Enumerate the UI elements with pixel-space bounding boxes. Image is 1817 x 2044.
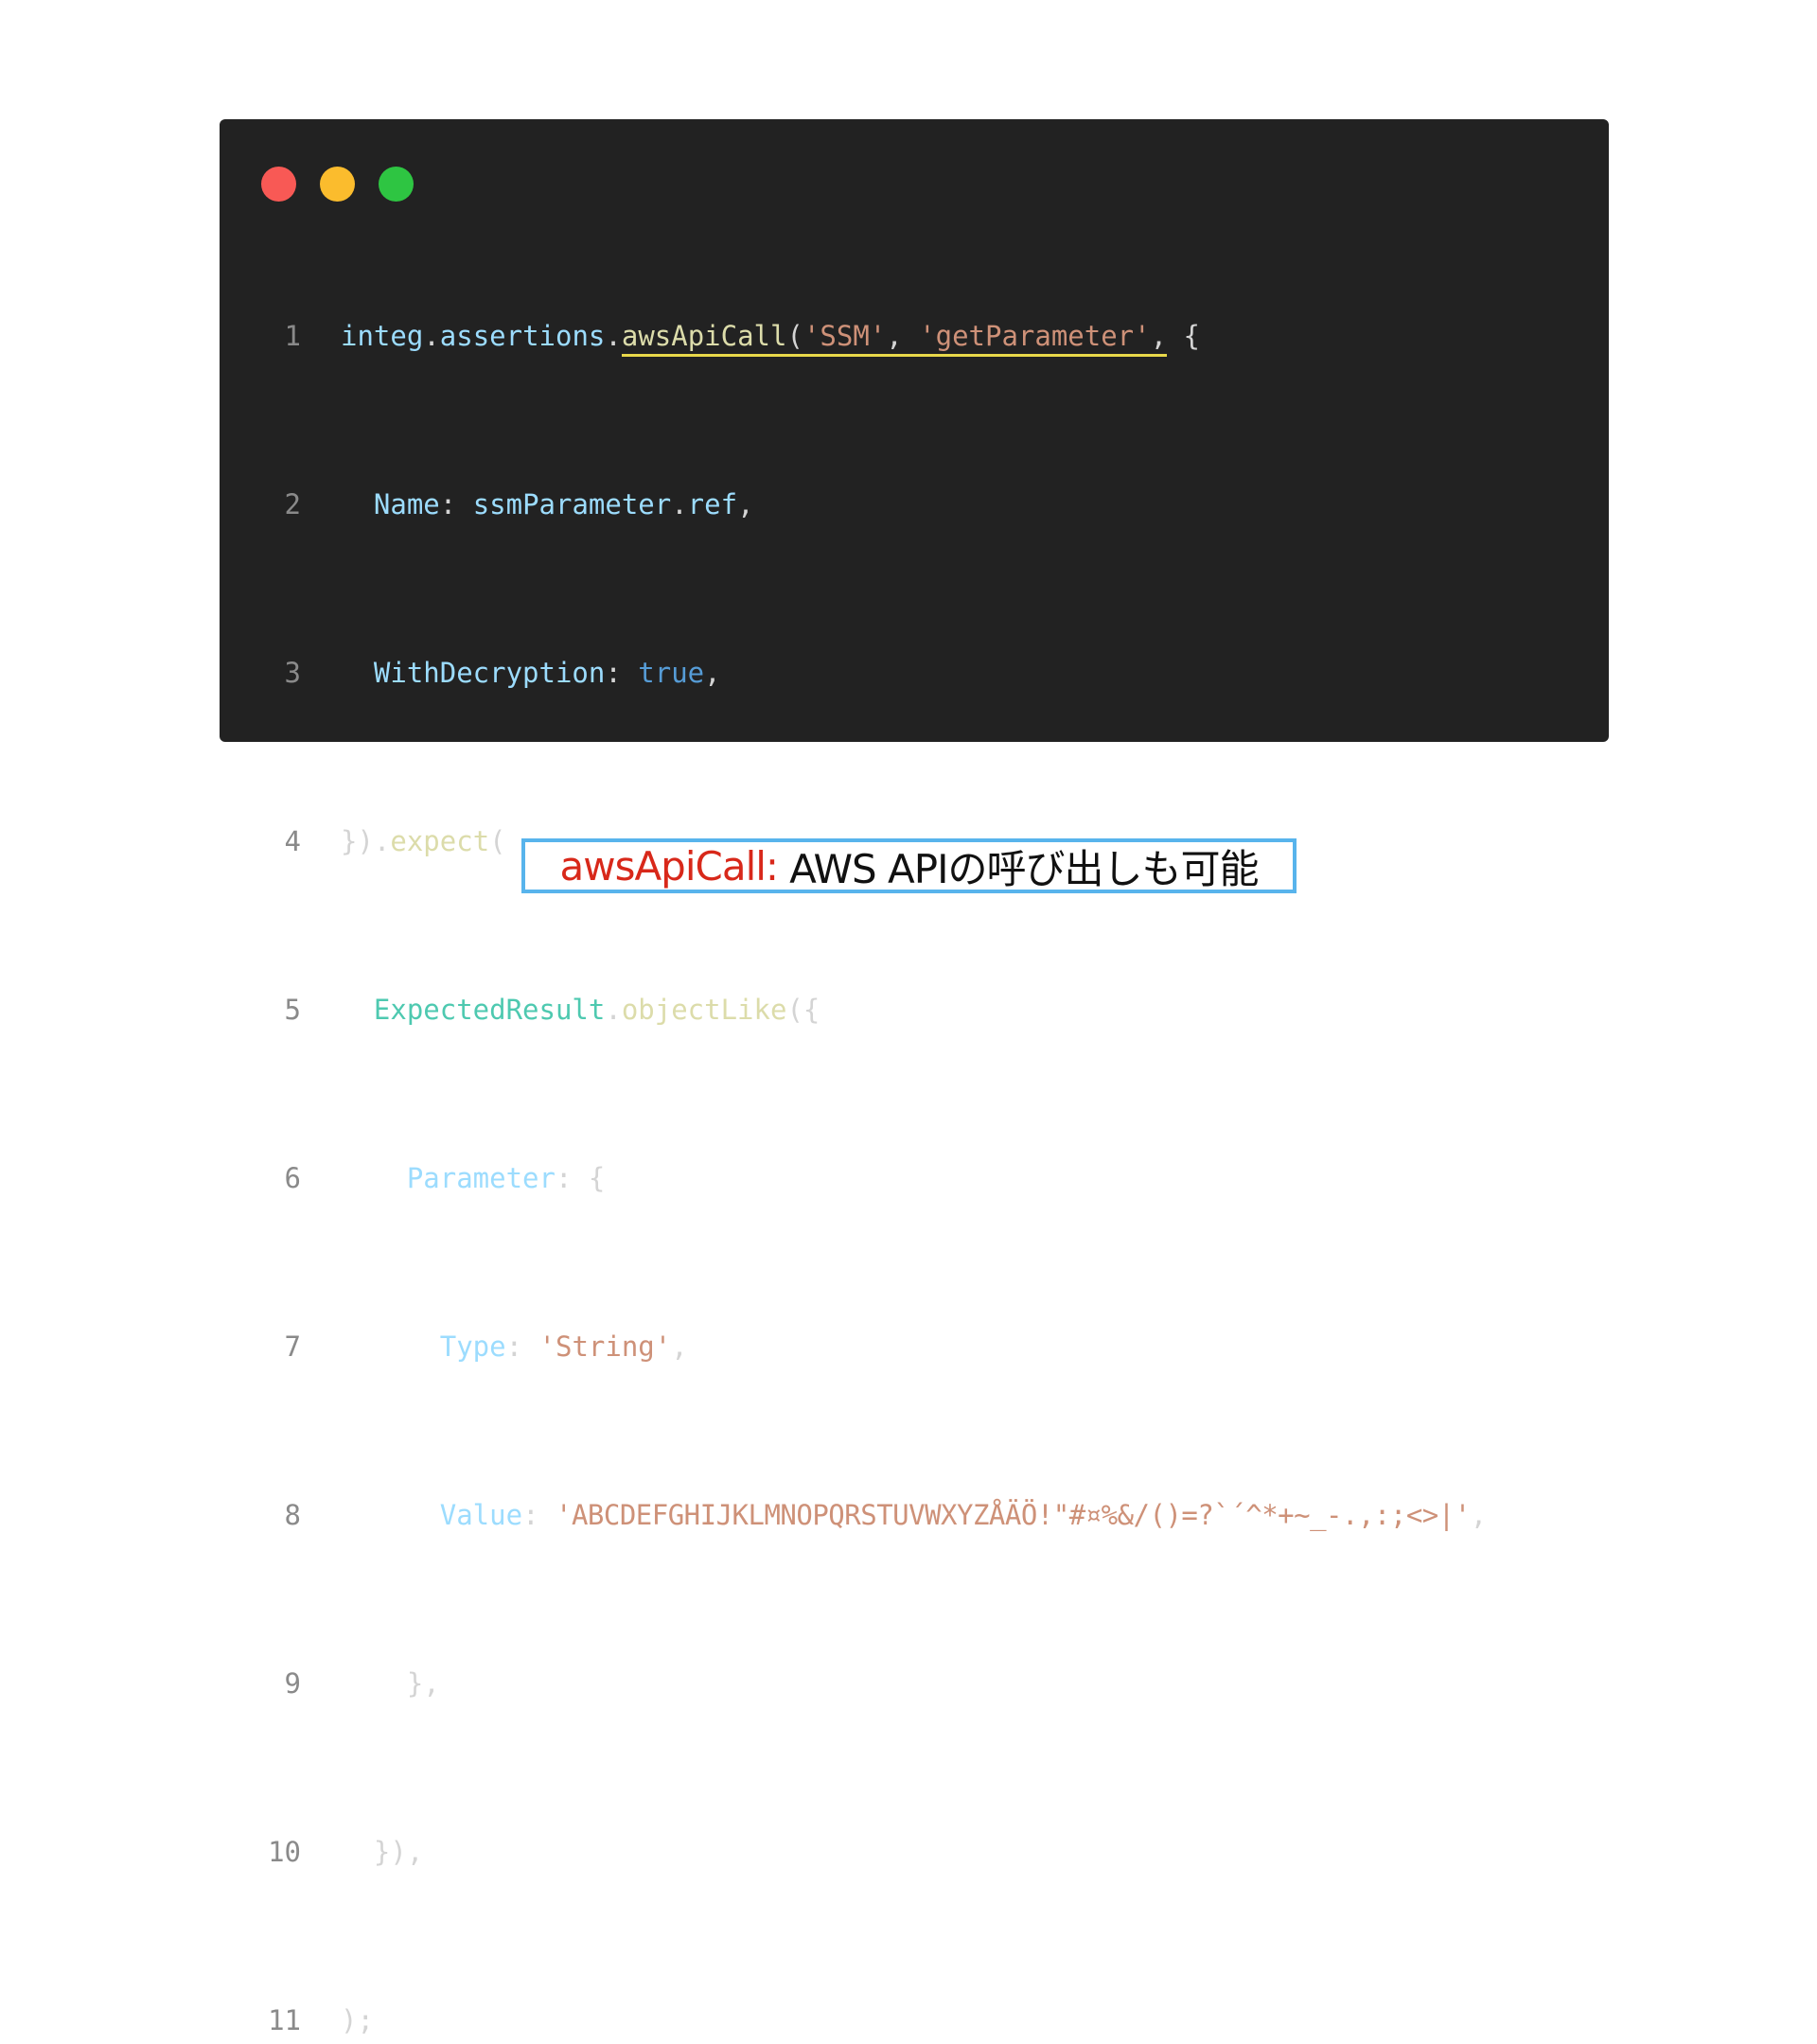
code-line: 2 Name: ssmParameter.ref, (257, 484, 1487, 526)
code-token: . (605, 994, 622, 1026)
line-number: 3 (284, 657, 301, 689)
line-number: 9 (284, 1667, 301, 1700)
code-token: , (1150, 320, 1168, 352)
code-line: 4}).expect( (257, 820, 1487, 863)
code-line: 7 Type: 'String', (257, 1326, 1487, 1368)
code-token: : (522, 1499, 556, 1531)
code-token: . (373, 825, 391, 857)
code-token: , (704, 657, 721, 689)
code-token (341, 1836, 374, 1868)
caption-text: AWS APIの呼び出しも可能 (789, 845, 1259, 892)
maximize-button[interactable] (379, 167, 414, 202)
code-token: : (555, 1162, 589, 1194)
code-token: }, (406, 1667, 440, 1700)
code-token: awsApiCall (621, 320, 787, 352)
code-token: ref (687, 488, 738, 520)
code-token (341, 994, 374, 1026)
code-token: { (588, 1162, 606, 1194)
code-token: assertions (439, 320, 606, 352)
code-token: . (671, 488, 688, 520)
code-token: Type (439, 1330, 506, 1363)
code-token: ({ (786, 994, 820, 1026)
line-number: 4 (284, 825, 301, 857)
code-token (341, 1162, 407, 1194)
code-token: }), (373, 1836, 424, 1868)
code-token: ( (786, 320, 803, 352)
code-token (341, 1667, 407, 1700)
code-line: 5 ExpectedResult.objectLike({ (257, 989, 1487, 1031)
caption-box: awsApiCall:AWS APIの呼び出しも可能 (521, 838, 1297, 893)
code-line: 3 WithDecryption: true, (257, 652, 1487, 695)
code-line: 10 }), (257, 1831, 1487, 1874)
code-line: 6 Parameter: { (257, 1157, 1487, 1200)
code-token: : (605, 657, 639, 689)
line-number: 10 (268, 1836, 301, 1868)
code-token: Name (373, 488, 440, 520)
code-token: , (737, 488, 754, 520)
line-number: 8 (284, 1499, 301, 1531)
code-token (341, 1330, 440, 1363)
code-line: 9 }, (257, 1663, 1487, 1705)
code-token: expect (390, 825, 490, 857)
line-number: 6 (284, 1162, 301, 1194)
code-token: integ (341, 320, 424, 352)
minimize-button[interactable] (320, 167, 355, 202)
code-token (341, 488, 374, 520)
code-token: 'String' (538, 1330, 672, 1363)
code-token: Parameter (406, 1162, 556, 1194)
code-token: : (439, 488, 473, 520)
code-token: }) (341, 825, 374, 857)
close-button[interactable] (261, 167, 296, 202)
line-number: 2 (284, 488, 301, 520)
code-token: ssmParameter (472, 488, 672, 520)
code-token: . (423, 320, 440, 352)
code-token: ( (489, 825, 506, 857)
highlighted-call: awsApiCall('SSM', 'getParameter', (621, 320, 1168, 357)
code-token (341, 1499, 440, 1531)
code-line: 11); (257, 2000, 1487, 2042)
code-token: , (886, 320, 920, 352)
code-token: 'ABCDEFGHIJKLMNOPQRSTUVWXYZÅÄÖ!"#¤%&/()=… (556, 1499, 1471, 1531)
code-token: { (1167, 320, 1200, 352)
line-number: 5 (284, 994, 301, 1026)
code-token: ExpectedResult (373, 994, 606, 1026)
line-number: 11 (268, 2004, 301, 2036)
code-token: , (671, 1330, 688, 1363)
code-token: Value (439, 1499, 523, 1531)
code-token: 'getParameter' (919, 320, 1151, 352)
code-token: true (638, 657, 705, 689)
code-token: WithDecryption (373, 657, 606, 689)
line-number: 1 (284, 320, 301, 352)
code-token: . (605, 320, 622, 352)
line-number: 7 (284, 1330, 301, 1363)
code-token: , (1470, 1499, 1488, 1531)
code-line: 8 Value: 'ABCDEFGHIJKLMNOPQRSTUVWXYZÅÄÖ!… (257, 1494, 1488, 1537)
code-token: objectLike (621, 994, 787, 1026)
code-token: ); (341, 2004, 374, 2036)
code-token (341, 657, 374, 689)
code-token: : (505, 1330, 539, 1363)
caption-keyword: awsApiCall: (559, 842, 779, 890)
code-token: 'SSM' (803, 320, 887, 352)
